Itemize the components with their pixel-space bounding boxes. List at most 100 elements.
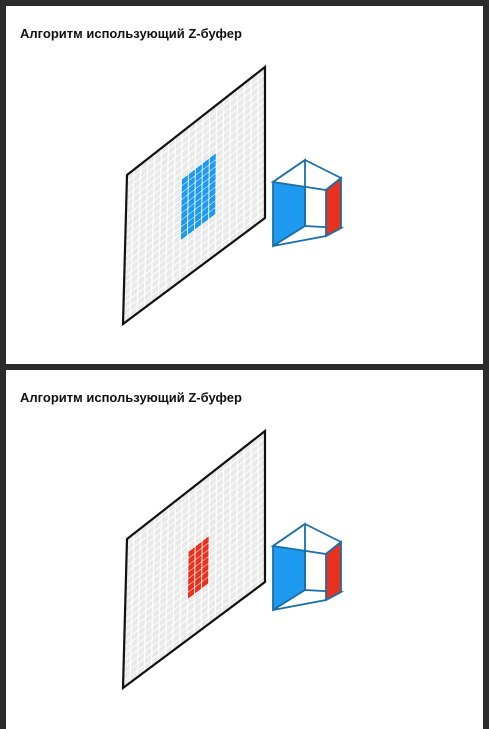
screen-pixel-cell — [161, 541, 168, 552]
screen-pixel-cell — [230, 563, 237, 574]
screen-pixel-cell — [134, 172, 140, 183]
screen-pixel-cell — [148, 525, 154, 536]
screen-pixel-cell — [223, 602, 229, 613]
screen-pixel-cell — [134, 542, 140, 553]
red-highlight-cell — [202, 557, 209, 568]
screen-pixel-cell — [138, 254, 145, 265]
screen-pixel-cell — [244, 99, 251, 110]
screen-pixel-cell — [237, 98, 244, 109]
screen-pixel-cell — [216, 580, 223, 591]
screen-pixel-cell — [132, 603, 139, 614]
screen-pixel-cell — [251, 512, 258, 523]
screen-pixel-cell — [258, 452, 265, 463]
screen-pixel-cell — [244, 449, 251, 460]
blue-highlight-cell — [202, 165, 209, 176]
screen-pixel-cell — [140, 544, 147, 555]
screen-pixel-cell — [258, 198, 265, 209]
screen-outline — [121, 64, 267, 327]
screen-pixel-cell — [216, 587, 222, 598]
screen-pixel-cell — [133, 556, 140, 567]
screen-pixel-cell — [230, 542, 237, 553]
screen-pixel-cell — [144, 297, 151, 308]
screen-pixel-cell — [145, 256, 152, 267]
screen-pixel-cell — [237, 523, 244, 534]
screen-pixel-cell — [217, 471, 223, 482]
screen-pixel-cell — [166, 631, 173, 642]
red-highlight-cell — [202, 543, 209, 554]
screen-pixel-cell — [224, 108, 230, 119]
screen-pixel-cell — [258, 123, 265, 134]
screen-pixel-cell — [251, 533, 258, 544]
screen-pixel-cell — [131, 287, 138, 298]
screen-pixel-cell — [194, 610, 201, 621]
screen-pixel-cell — [209, 545, 216, 556]
blue-highlight-cell — [188, 203, 195, 214]
screen-pixel-cell — [189, 492, 196, 503]
screen-pixel-cell — [173, 612, 180, 623]
screen-pixel-cell — [196, 157, 202, 168]
screen-pixel-cell — [237, 537, 244, 548]
screen-pixel-cell — [168, 158, 175, 169]
screen-pixel-cell — [126, 555, 133, 565]
screen-pixel-cell — [174, 592, 181, 603]
screen-pixel-cell — [258, 487, 265, 498]
screen-pixel-cell — [138, 646, 145, 656]
screen-pixel-cell — [244, 126, 251, 137]
screen-pixel-cell — [258, 184, 265, 195]
screen-pixel-cell — [230, 576, 237, 587]
screen-pixel-cell — [209, 579, 216, 590]
screen-pixel-cell — [194, 623, 201, 634]
screen-pixel-cell — [152, 264, 159, 275]
screen-pixel-cell — [131, 631, 138, 641]
screen-pixel-cell — [258, 541, 265, 552]
screen-pixel-cell — [168, 529, 175, 540]
screen-pixel-cell — [194, 239, 201, 250]
screen-pixel-cell — [251, 148, 258, 159]
screen-pixel-cell — [251, 176, 258, 187]
screen-pixel-cell — [187, 615, 194, 626]
screen-pixel-cell — [244, 113, 251, 124]
screen-pixel-cell — [223, 568, 230, 579]
red-highlight-cell — [195, 576, 202, 587]
screen-pixel-cell — [168, 179, 174, 190]
screen-grid-cells — [123, 432, 265, 687]
screen-pixel-cell — [167, 590, 174, 601]
screen-pixel-cell — [189, 520, 195, 531]
screen-pixel-cell — [216, 594, 222, 605]
blue-highlight-cell — [188, 197, 195, 208]
screen-pixel-cell — [223, 149, 230, 160]
z-buffer-scene — [121, 428, 345, 691]
screen-pixel-cell — [251, 114, 258, 125]
screen-pixel-cell — [230, 144, 237, 155]
screen-pixel-cell — [147, 552, 154, 563]
screen-pixel-cell — [174, 228, 181, 239]
blue-highlight-cell — [202, 213, 209, 224]
screen-pixel-cell — [230, 165, 237, 175]
screen-pixel-cell — [139, 584, 146, 595]
screen-pixel-cell — [251, 464, 258, 475]
screen-pixel-cell — [258, 109, 265, 120]
screen-pixel-cell — [124, 643, 131, 654]
screen-pixel-cell — [147, 538, 154, 549]
screen-pixel-cell — [133, 563, 140, 574]
screen-pixel-cell — [189, 513, 195, 524]
blue-highlight-cell — [209, 208, 216, 219]
screen-pixel-cell — [196, 116, 203, 127]
screen-pixel-cell — [237, 585, 244, 596]
screen-pixel-cell — [180, 614, 187, 625]
screen-pixel-cell — [167, 213, 174, 224]
screen-pixel-cell — [216, 216, 223, 227]
screen-pixel-cell — [251, 190, 258, 201]
screen-pixel-cell — [202, 523, 209, 534]
screen-pixel-cell — [203, 111, 210, 122]
screen-pixel-cell — [126, 568, 133, 579]
screen-pixel-cell — [124, 285, 131, 296]
screen-pixel-cell — [194, 603, 201, 614]
screen-pixel-cell — [237, 221, 244, 232]
screen-pixel-cell — [216, 148, 223, 159]
screen-pixel-cell — [124, 663, 130, 674]
screen-pixel-cell — [258, 432, 265, 443]
red-highlight-cell — [188, 567, 195, 578]
screen-pixel-cell — [182, 518, 189, 529]
screen-pixel-cell — [131, 644, 138, 655]
